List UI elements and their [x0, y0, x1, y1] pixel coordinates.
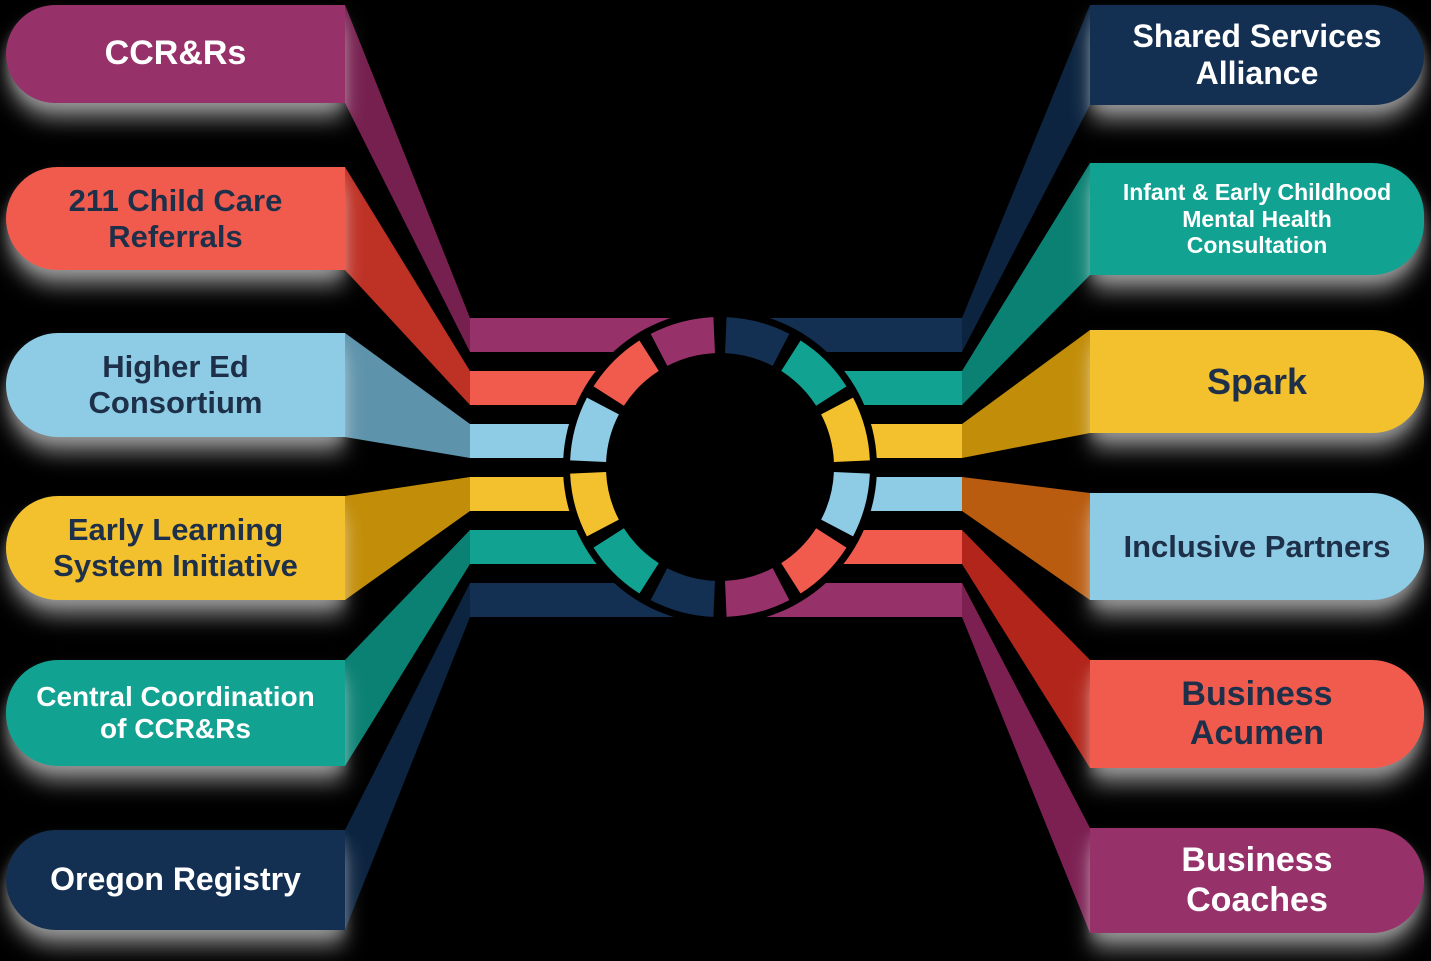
pill-left-211-child-care-referrals: 211 Child Care Referrals [6, 167, 345, 270]
pill-label: Infant & Early Childhood Mental Health C… [1122, 178, 1392, 259]
pill-label: Early Learning System Initiative [53, 512, 298, 583]
ribbon-fold-left [345, 333, 470, 458]
pill-right-inclusive-partners: Inclusive Partners [1090, 493, 1424, 600]
pill-label: Central Coordination of CCR&Rs [36, 680, 315, 744]
pill-left-central-coordination-of-ccrs: Central Coordination of CCR&Rs [6, 660, 345, 766]
ribbon-fold-right [962, 5, 1090, 352]
pill-right-shared-services-alliance: Shared Services Alliance [1090, 5, 1424, 105]
pill-right-spark: Spark [1090, 330, 1424, 433]
pill-left-early-learning-system-initiative: Early Learning System Initiative [6, 496, 345, 600]
ribbon-fold-left [345, 583, 470, 930]
pill-right-business-acumen: Business Acumen [1090, 660, 1424, 768]
pill-label: Oregon Registry [50, 861, 301, 898]
pill-label: Inclusive Partners [1123, 528, 1391, 564]
ribbon-fold-right [962, 330, 1090, 458]
pill-left-higher-ed-consortium: Higher Ed Consortium [6, 333, 345, 437]
pill-label: CCR&Rs [104, 34, 247, 73]
ribbon-fold-right [962, 163, 1090, 405]
pill-label: Business Acumen [1181, 674, 1333, 752]
pill-label: Spark [1206, 360, 1308, 402]
ribbon-fold-left [345, 477, 470, 600]
pill-left-oregon-registry: Oregon Registry [6, 830, 345, 930]
ribbon-fold-left [345, 530, 470, 766]
pill-label: 211 Child Care Referrals [68, 182, 283, 254]
ribbon-fold-left [345, 167, 470, 405]
ribbon-fold-left [345, 5, 470, 352]
ribbon-fold-right [962, 530, 1090, 768]
ribbon-fold-right [962, 477, 1090, 600]
pill-label: Higher Ed Consortium [88, 349, 263, 420]
pill-label: Shared Services Alliance [1132, 17, 1382, 91]
pill-right-infant-early-childhood-mental-health-consultation: Infant & Early Childhood Mental Health C… [1090, 163, 1424, 275]
ring-gap-disc [563, 310, 877, 624]
ribbon-fold-right [962, 583, 1090, 933]
pill-label: Business Coaches [1181, 841, 1333, 919]
pill-left-ccrs: CCR&Rs [6, 5, 345, 103]
pill-right-business-coaches: Business Coaches [1090, 828, 1424, 933]
